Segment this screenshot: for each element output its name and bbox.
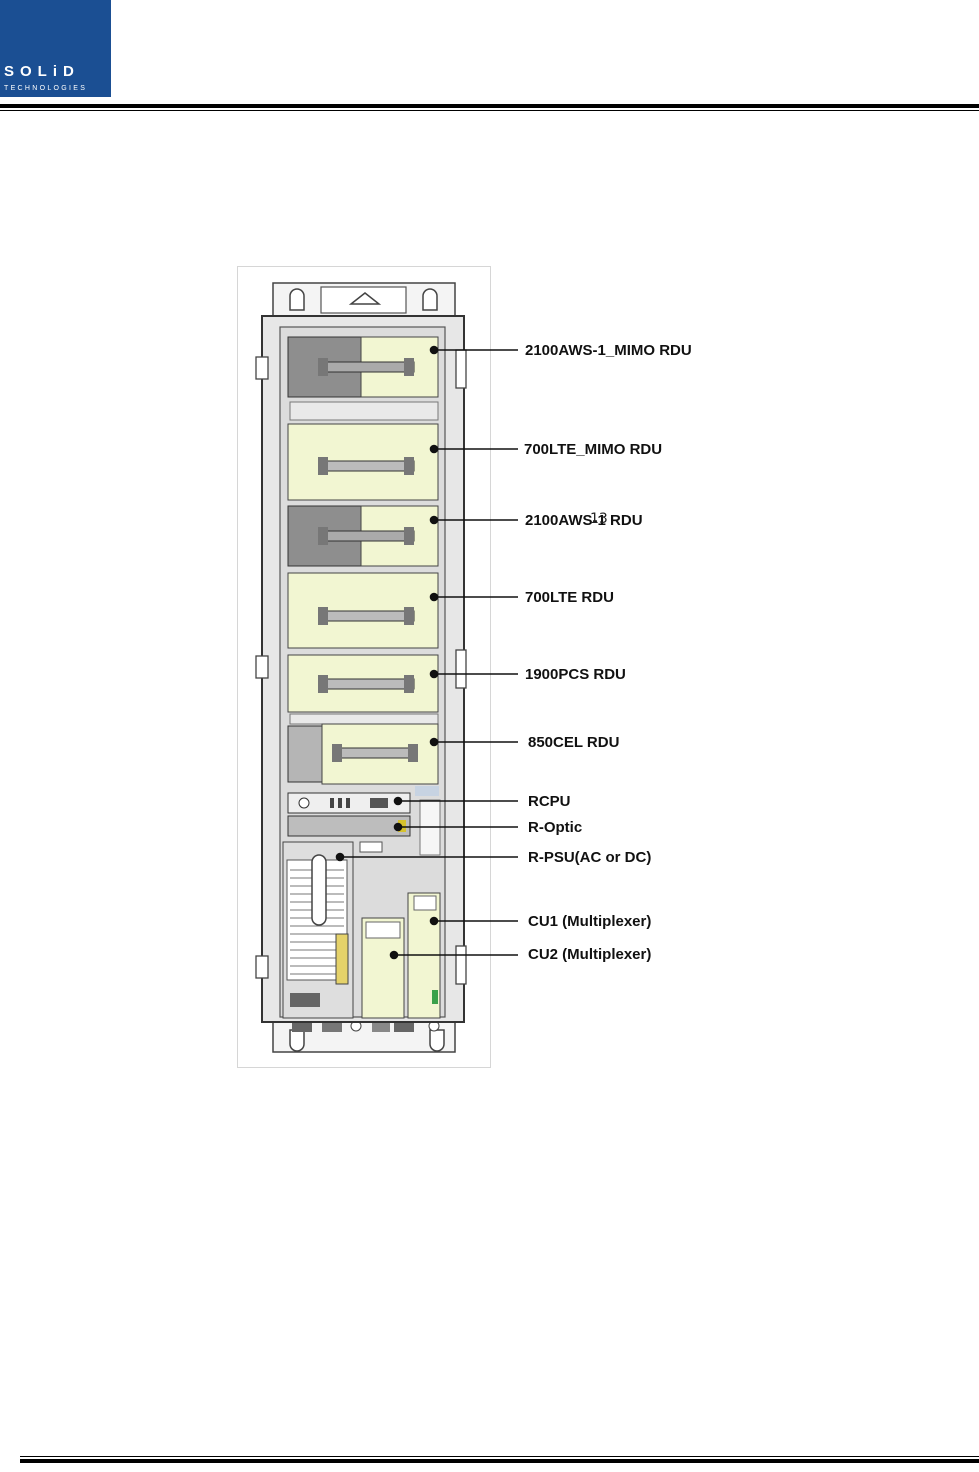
label-700lte-mimo-rdu: 700LTE_MIMO RDU [524,442,662,458]
page-number: 13 [590,511,608,527]
label-r-psu: R-PSU(AC or DC) [528,850,651,866]
label-r-optic: R-Optic [528,820,582,836]
label-2100aws1-rdu: 2100AWS-1 RDU [525,513,643,529]
label-cu2: CU2 (Multiplexer) [528,947,651,963]
label-cu1: CU1 (Multiplexer) [528,914,651,930]
footer-rule-thick [20,1459,979,1463]
label-850cel-rdu: 850CEL RDU [528,735,619,751]
label-rcpu: RCPU [528,794,571,810]
label-2100aws1-mimo-rdu: 2100AWS-1_MIMO RDU [525,343,692,359]
footer-rule-thin [20,1456,979,1457]
label-1900pcs-rdu: 1900PCS RDU [525,667,626,683]
label-700lte-rdu: 700LTE RDU [525,590,614,606]
